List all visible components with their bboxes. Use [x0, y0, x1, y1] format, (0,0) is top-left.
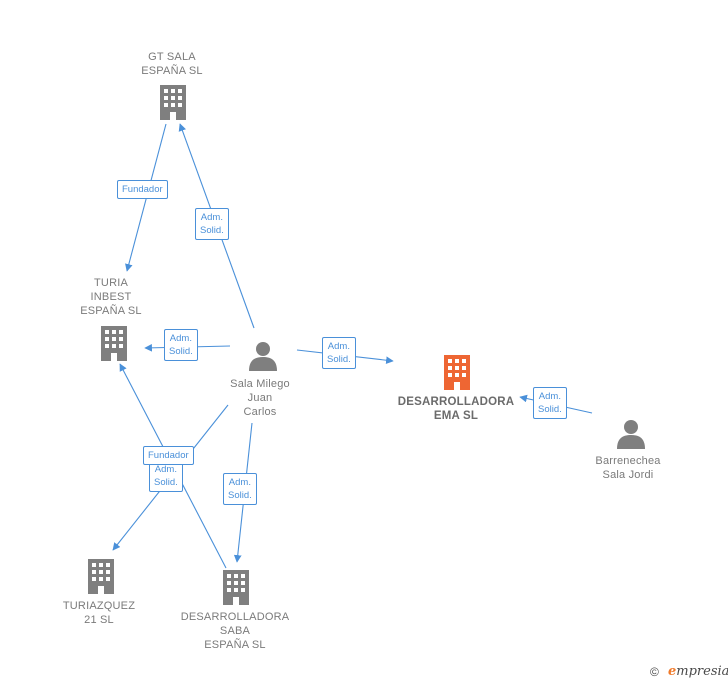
building-icon[interactable] [158, 85, 188, 120]
edge-label-adm-solid: Adm. Solid. [195, 208, 229, 240]
person-icon[interactable] [616, 419, 646, 449]
node-label-barrenechea[interactable]: Barrenechea Sala Jordi [595, 455, 661, 481]
edge-label-adm-solid: Adm. Solid. [164, 329, 198, 361]
node-label-desarrolladora-ema[interactable]: DESARROLLADORA EMA SL [397, 396, 515, 422]
building-icon[interactable] [86, 559, 116, 594]
copyright-symbol: © [650, 665, 659, 679]
building-icon[interactable] [99, 326, 129, 361]
brand-logo[interactable]: empresia [668, 664, 728, 679]
building-icon[interactable] [221, 570, 251, 605]
node-label-gt-sala[interactable]: GT SALA ESPAÑA SL [141, 51, 203, 77]
brand-rest: mpresia [676, 664, 728, 679]
edge-label-adm-solid: Adm. Solid. [533, 387, 567, 419]
edge-label-fundador: Fundador [117, 180, 168, 199]
node-label-desarrolladora-saba[interactable]: DESARROLLADORA SABA ESPAÑA SL [180, 611, 290, 651]
edge-label-adm-solid: Adm. Solid. [322, 337, 356, 369]
building-icon[interactable] [442, 355, 472, 390]
node-label-turia-inbest[interactable]: TURIA INBEST ESPAÑA SL [80, 277, 142, 317]
person-icon[interactable] [248, 341, 278, 371]
node-label-sala-milego[interactable]: Sala Milego Juan Carlos [230, 378, 290, 418]
edge-label-adm-solid: Adm. Solid. [223, 473, 257, 505]
edge-label-fundador: Fundador [143, 446, 194, 465]
node-label-turiazquez[interactable]: TURIAZQUEZ 21 SL [62, 600, 136, 626]
brand-initial: e [668, 664, 677, 679]
